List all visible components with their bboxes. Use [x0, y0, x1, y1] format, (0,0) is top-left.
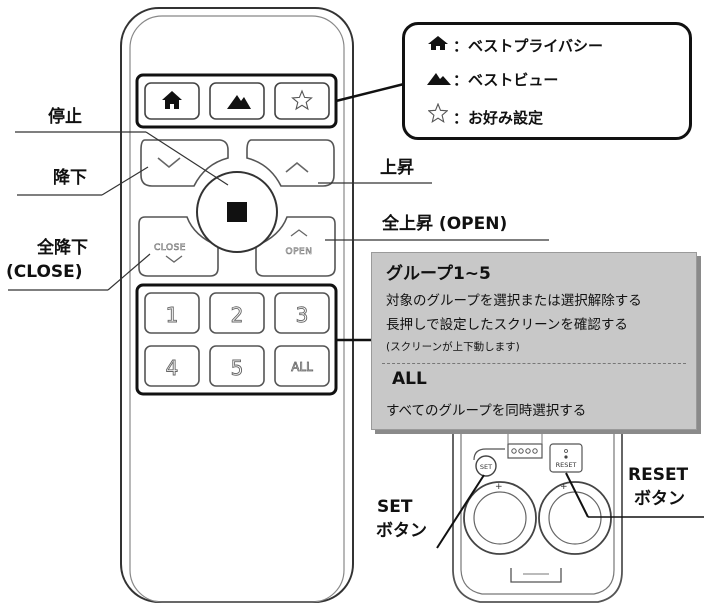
group-desc-line2: 長押しで設定したスクリーンを確認する — [386, 317, 628, 333]
set-label: SET — [377, 497, 413, 517]
home-icon — [427, 35, 449, 55]
group-4-button[interactable] — [144, 345, 200, 387]
back-panel-outline — [452, 430, 623, 603]
legend-view-text: ベストビュー — [468, 71, 559, 89]
chevron-up-icon — [285, 161, 309, 173]
all-button[interactable] — [274, 345, 330, 387]
group-desc-note: (スクリーンが上下動します) — [386, 341, 520, 353]
legend-box: ：ベストプライバシー ：ベストビュー ：お好み設定 — [402, 22, 692, 140]
home-icon — [162, 91, 182, 109]
remote-body-inner — [129, 15, 345, 603]
set-button-label: ボタン — [376, 521, 427, 541]
set-button-text: SET — [480, 463, 492, 471]
set-leader-line — [436, 474, 485, 549]
divider — [382, 363, 686, 364]
star-outline-icon — [427, 102, 449, 127]
battery-right-inner — [548, 491, 602, 545]
chevron-up-small-icon — [290, 229, 308, 237]
full-down-leader-line-diag — [107, 253, 151, 291]
full-up-label: 全上昇 (OPEN) — [382, 214, 508, 234]
connector-block — [507, 443, 543, 459]
stop-icon — [227, 202, 247, 222]
legend-row-view: ：ベストビュー — [427, 69, 558, 90]
legend-row-privacy: ：ベストプライバシー — [427, 35, 603, 56]
full-down-label: 全降下 — [37, 238, 88, 258]
mountain-icon — [227, 95, 251, 109]
reset-label: RESET — [628, 465, 689, 485]
up-label: 上昇 — [380, 158, 414, 178]
battery-right-plus: + — [560, 482, 568, 492]
down-button[interactable] — [140, 139, 229, 187]
group-1-label: 1 — [166, 303, 179, 327]
reset-button-label: ボタン — [634, 489, 685, 509]
legend-callout-line — [335, 82, 405, 103]
star-outline-icon — [291, 89, 313, 111]
close-button[interactable] — [138, 216, 219, 277]
reset-leader-line — [565, 472, 589, 518]
down-leader-line-diag — [101, 166, 149, 196]
group-2-label: 2 — [231, 303, 244, 327]
legend-privacy-text: ベストプライバシー — [468, 37, 604, 55]
legend-favorite-text: お好み設定 — [468, 109, 544, 127]
back-panel-inner — [460, 430, 615, 595]
all-title: ALL — [392, 369, 427, 389]
group-3-button[interactable] — [274, 292, 330, 334]
group-5-label: 5 — [231, 356, 244, 380]
legend-row-favorite: ：お好み設定 — [427, 102, 544, 128]
group-1-button[interactable] — [144, 292, 200, 334]
all-desc: すべてのグループを同時選択する — [386, 403, 587, 419]
group-4-label: 4 — [166, 356, 179, 380]
set-button[interactable] — [475, 455, 497, 477]
chevron-down-icon — [157, 157, 181, 169]
group-2-button[interactable] — [209, 292, 265, 334]
group-5-button[interactable] — [209, 345, 265, 387]
battery-left-plus: + — [495, 482, 503, 492]
reset-button-text: RESET — [556, 461, 577, 469]
stop-label: 停止 — [48, 107, 82, 127]
group-desc-line1: 対象のグループを選択または選択解除する — [386, 293, 642, 309]
group-title: グループ1~5 — [386, 264, 491, 284]
open-button-text: OPEN — [286, 247, 313, 257]
favorite-button[interactable] — [274, 82, 330, 120]
full-down-close-label: (CLOSE) — [6, 262, 83, 282]
battery-left-inner — [473, 491, 527, 545]
down-label: 降下 — [53, 168, 87, 188]
all-button-label: ALL — [291, 360, 313, 374]
up-button[interactable] — [246, 139, 335, 187]
group-description-box: グループ1~5 対象のグループを選択または選択解除する 長押しで設定したスクリー… — [371, 252, 697, 430]
stop-leader-line-diag — [145, 131, 229, 186]
group-3-label: 3 — [296, 303, 309, 327]
chevron-down-small-icon — [165, 255, 183, 263]
close-button-text: CLOSE — [154, 243, 186, 253]
mountain-icon — [427, 71, 451, 89]
